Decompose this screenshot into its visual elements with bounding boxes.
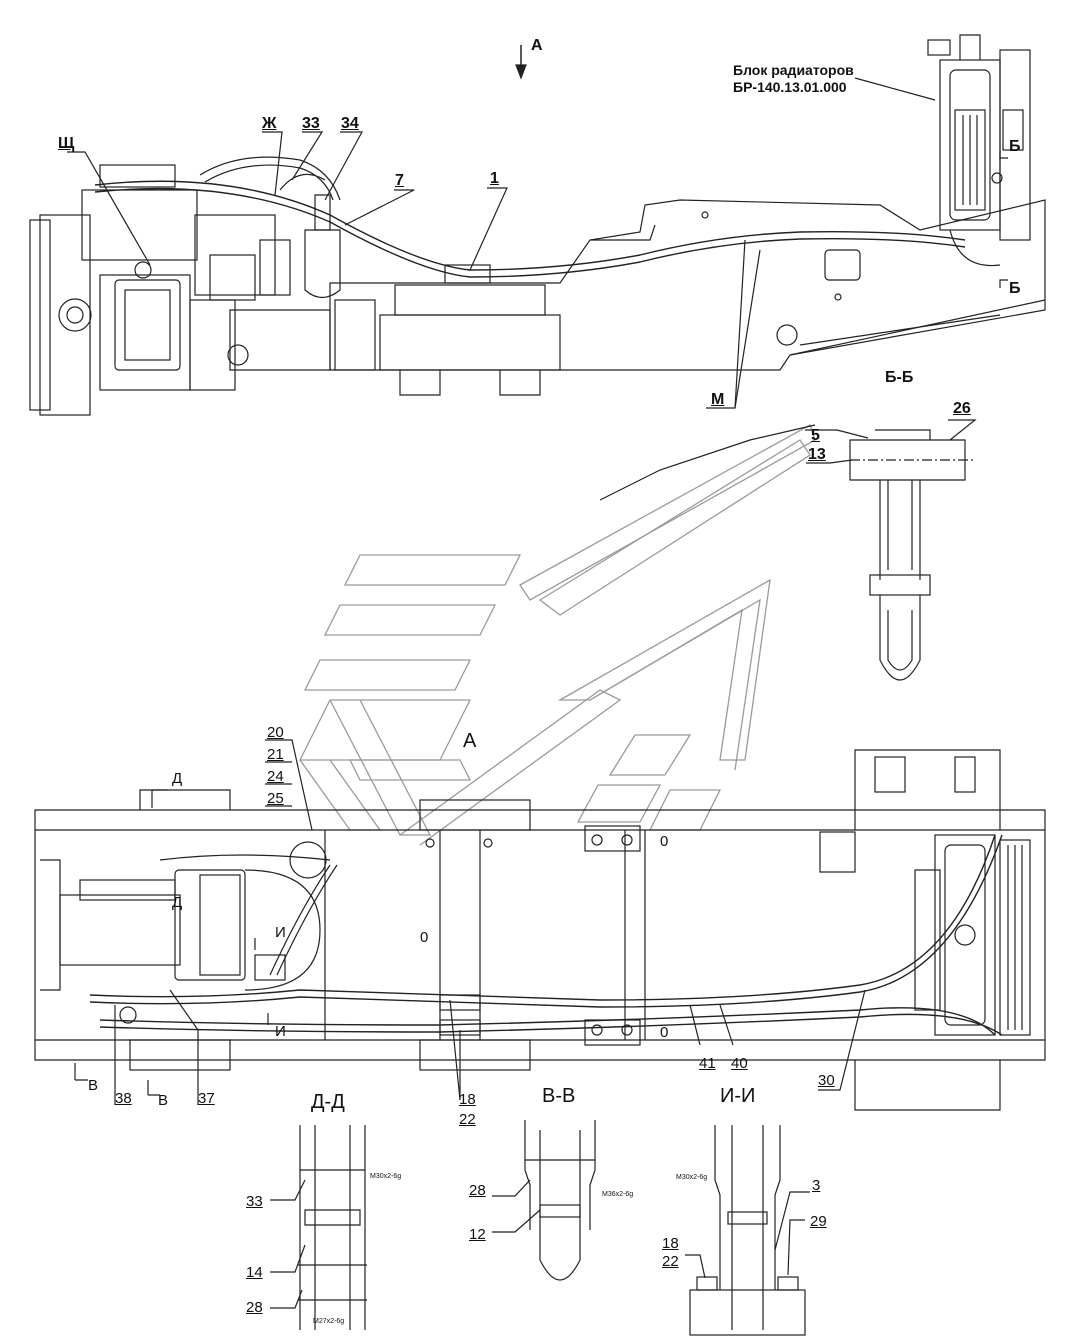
callout-m: М bbox=[711, 391, 725, 408]
section-vv-callout-12: 12 bbox=[469, 1226, 486, 1243]
section-ii-title: И-И bbox=[720, 1085, 756, 1107]
section-dd-thread-lower: M27x2-6g bbox=[313, 1318, 345, 1325]
section-vv-thread: M36x2-6g bbox=[602, 1191, 634, 1198]
section-vv-title: В-В bbox=[542, 1085, 576, 1107]
frame-mark-3: 0 bbox=[420, 929, 429, 946]
callout-40: 40 bbox=[731, 1055, 748, 1072]
section-marker-i-top: И bbox=[275, 924, 286, 941]
side-view bbox=[29, 34, 1046, 416]
callout-7: 7 bbox=[395, 172, 404, 189]
section-bb-title: Б-Б bbox=[885, 369, 914, 386]
section-bb-callout-13: 13 bbox=[808, 446, 826, 463]
radiator-block-code: БР-140.13.01.000 bbox=[733, 79, 847, 95]
section-marker-d-side: Д bbox=[172, 894, 183, 911]
radiator-block-title: Блок радиаторов БР-140.13.01.000 bbox=[733, 62, 854, 96]
section-bb-callout-26: 26 bbox=[953, 400, 971, 417]
callout-24: 24 bbox=[267, 768, 284, 785]
section-ii-callout-22: 22 bbox=[662, 1253, 679, 1270]
section-dd-callout-28: 28 bbox=[246, 1299, 263, 1316]
section-vv-callout-28: 28 bbox=[469, 1182, 486, 1199]
section-ii-drawing bbox=[685, 1125, 810, 1336]
section-ii-thread: M30x2-6g bbox=[676, 1174, 708, 1181]
section-bb-callout-5: 5 bbox=[811, 427, 820, 444]
section-bb-drawing bbox=[599, 419, 977, 681]
callout-zh: Ж bbox=[262, 115, 277, 132]
section-ii-callout-29: 29 bbox=[810, 1213, 827, 1230]
section-dd-callout-33: 33 bbox=[246, 1193, 263, 1210]
section-marker-v-left: В bbox=[88, 1077, 99, 1094]
section-marker-b-top: Б bbox=[1009, 138, 1021, 155]
view-a-label: А bbox=[463, 730, 477, 752]
callout-37: 37 bbox=[198, 1090, 215, 1107]
section-ii-callout-18: 18 bbox=[662, 1235, 679, 1252]
callout-18: 18 bbox=[459, 1091, 476, 1108]
section-dd-thread-upper: M30x2-6g bbox=[370, 1173, 402, 1180]
section-dd-drawing bbox=[270, 1125, 367, 1330]
section-ii-callout-3: 3 bbox=[812, 1177, 821, 1194]
callout-41: 41 bbox=[699, 1055, 716, 1072]
callout-22: 22 bbox=[459, 1111, 476, 1128]
callout-33-top: 33 bbox=[302, 115, 320, 132]
callout-34: 34 bbox=[341, 115, 359, 132]
callout-30: 30 bbox=[818, 1072, 835, 1089]
section-marker-v-right: В bbox=[158, 1092, 169, 1109]
watermark-logo bbox=[298, 424, 816, 846]
section-dd-callout-14: 14 bbox=[246, 1264, 263, 1281]
plan-view bbox=[34, 739, 1046, 1111]
radiator-block-name: Блок радиаторов bbox=[733, 62, 854, 78]
view-arrow-label: А bbox=[531, 37, 543, 54]
section-dd-title: Д-Д bbox=[311, 1091, 345, 1113]
callout-shch: Щ bbox=[58, 135, 75, 152]
callout-25: 25 bbox=[267, 790, 284, 807]
callout-20: 20 bbox=[267, 724, 284, 741]
section-marker-d-top: Д bbox=[172, 770, 183, 787]
callout-21: 21 bbox=[267, 746, 284, 763]
frame-mark-1: 0 bbox=[660, 833, 669, 850]
frame-mark-2: 0 bbox=[660, 1024, 669, 1041]
callout-38: 38 bbox=[115, 1090, 132, 1107]
section-marker-b-bottom: Б bbox=[1009, 280, 1021, 297]
section-vv-drawing bbox=[492, 1120, 596, 1281]
section-marker-i-bottom: И bbox=[275, 1023, 286, 1040]
callout-1: 1 bbox=[490, 170, 499, 187]
